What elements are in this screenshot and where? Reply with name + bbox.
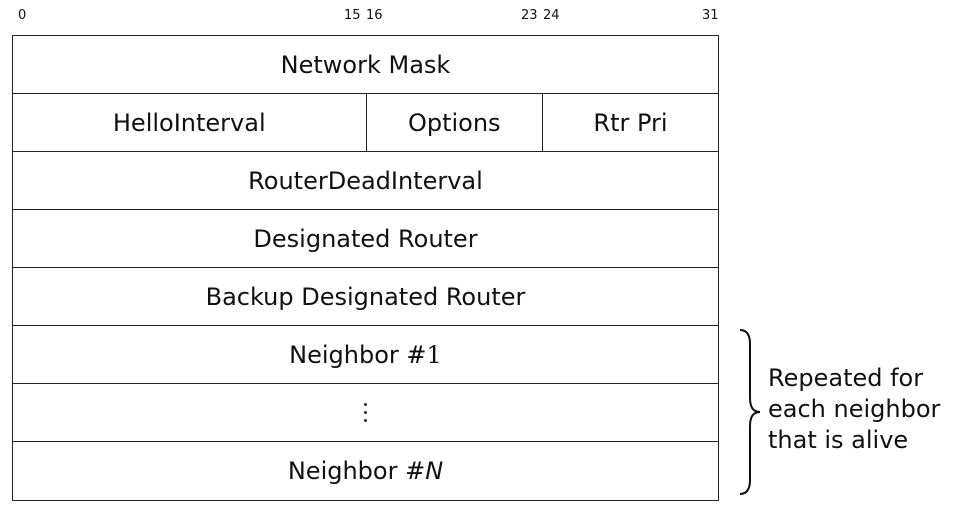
vertical-ellipsis-icon [364,403,367,422]
neighbor-1-index: #1 [406,340,442,369]
bit-label-31: 31 [702,8,719,23]
field-network-mask: Network Mask [280,50,451,79]
row-hello-options-priority: HelloInterval Options Rtr Pri [12,93,719,151]
annotation-line-2: each neighbor [768,395,941,423]
repeated-annotation: Repeated for each neighbor that is alive [768,363,940,456]
row-backup-designated-router: Backup Designated Router [12,267,719,325]
bit-label-24: 24 [543,8,560,23]
field-router-dead-interval: RouterDeadInterval [248,166,483,195]
field-router-priority: Rtr Pri [593,108,668,137]
field-neighbor-n: Neighbor #N [13,442,718,500]
field-ellipsis [13,384,718,441]
field-neighbor-1: Neighbor #1 [13,326,718,383]
field-options: Options [367,94,543,151]
bit-label-23: 23 [521,8,538,23]
neighbor-n-prefix: Neighbor [287,456,406,485]
neighbor-1-prefix: Neighbor [289,340,407,369]
row-ellipsis [12,383,719,441]
field-designated-router: Designated Router [253,224,478,253]
field-hello-interval: HelloInterval [13,94,367,151]
bit-label-15: 15 [344,8,361,23]
row-neighbor-1: Neighbor #1 [12,325,719,383]
annotation-line-3: that is alive [768,426,909,454]
row-designated-router: Designated Router [12,209,719,267]
row-network-mask: Network Mask [12,35,719,93]
neighbor-n-index: N [425,456,444,485]
bit-label-0: 0 [18,8,27,23]
field-backup-designated-router: Backup Designated Router [205,282,526,311]
curly-brace-icon [739,329,761,495]
neighbor-n-hash: # [405,456,426,485]
bit-label-16: 16 [366,8,383,23]
annotation-line-1: Repeated for [768,364,924,392]
row-router-dead-interval: RouterDeadInterval [12,151,719,209]
row-neighbor-n: Neighbor #N [12,441,719,501]
hello-packet-diagram: Network Mask HelloInterval Options Rtr P… [12,35,719,501]
